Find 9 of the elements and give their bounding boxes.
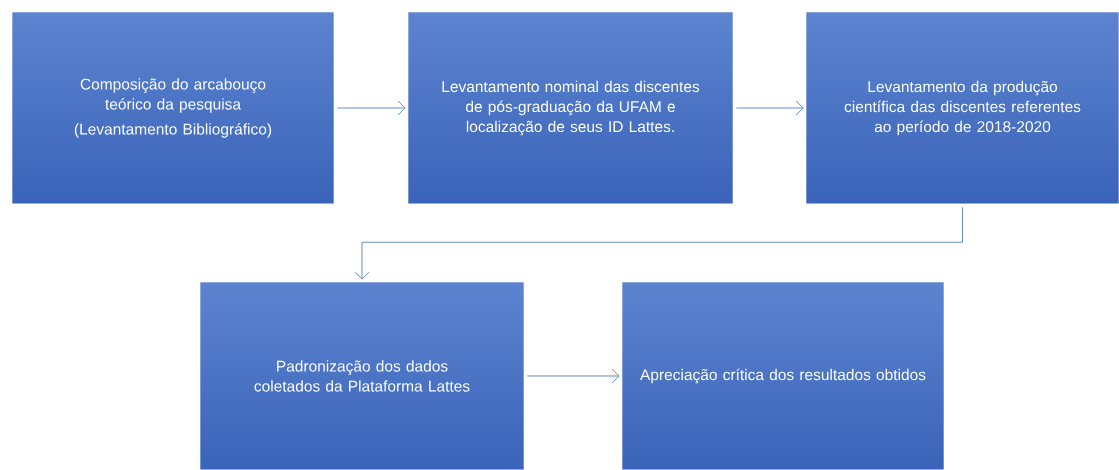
process-box: Levantamento da produção científica das discentes referentes ao período de 2018-2020 (805, 11, 1119, 205)
process-box: Composição do arcabouço teórico da pesquisa (Levantamento Bibliográfico) (11, 11, 335, 205)
process-box: Levantamento nominal das discentes de pós-graduação da UFAM e localização de seus ID Lattes. (407, 11, 734, 205)
arrow (336, 100, 406, 116)
process-box: Padronização dos dados coletados da Plataforma Lattes (199, 281, 525, 470)
arrow (354, 206, 963, 280)
arrow (526, 368, 620, 384)
arrow (735, 100, 804, 116)
process-box: Apreciação crítica dos resultados obtidos (621, 281, 945, 470)
